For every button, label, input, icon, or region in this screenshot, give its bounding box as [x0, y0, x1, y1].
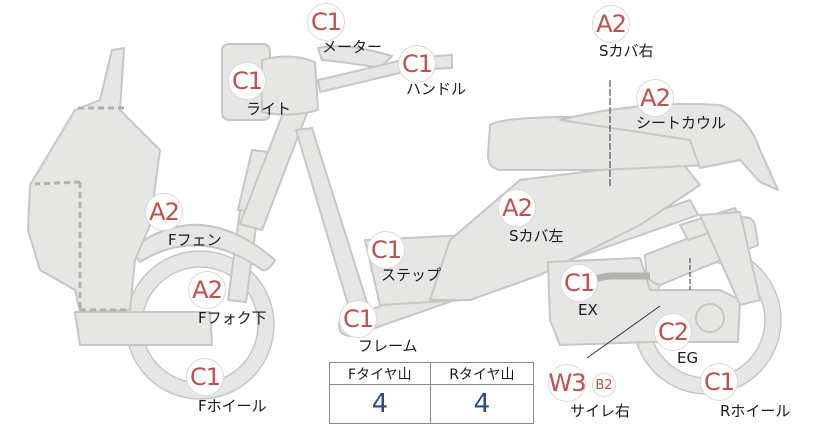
- step-label: ステップ: [381, 266, 442, 284]
- s-cover-right-grade-badge[interactable]: A2: [592, 5, 630, 43]
- meter-label: メーター: [322, 38, 383, 56]
- front-tire-header: Fタイヤ山: [329, 362, 431, 385]
- handle-grade-badge[interactable]: C1: [398, 45, 436, 83]
- f-fender-label: Fフェン: [168, 231, 222, 249]
- muffler-right-label: サイレ右: [570, 402, 631, 420]
- s-cover-left-label: Sカバ左: [509, 227, 564, 245]
- tire-table-header-row: Fタイヤ山 Rタイヤ山: [329, 362, 535, 385]
- light-grade-badge[interactable]: C1: [228, 62, 266, 100]
- eg-label: EG: [677, 349, 699, 367]
- ex-label: EX: [578, 301, 598, 319]
- tire-table-value-row: 4 4: [329, 384, 535, 424]
- muffler-right-grade-badge[interactable]: W3: [548, 364, 587, 402]
- rear-tire-value[interactable]: 4: [429, 384, 535, 424]
- front-tire-value[interactable]: 4: [329, 384, 431, 424]
- f-fender-grade-badge[interactable]: A2: [145, 193, 183, 231]
- s-cover-left-grade-badge[interactable]: A2: [498, 189, 536, 227]
- muffler-right-sub-grade-badge[interactable]: B2: [592, 373, 616, 397]
- f-wheel-grade-badge[interactable]: C1: [186, 358, 224, 396]
- step-grade-badge[interactable]: C1: [367, 231, 405, 269]
- r-wheel-grade-badge[interactable]: C1: [700, 363, 738, 401]
- handle-label: ハンドル: [406, 80, 467, 98]
- s-cover-right-label: Sカバ右: [599, 42, 654, 60]
- meter-grade-badge[interactable]: C1: [307, 3, 345, 41]
- f-fork-lower-label: Fフォク下: [198, 309, 267, 327]
- ex-grade-badge[interactable]: C1: [560, 264, 598, 302]
- f-fork-lower-grade-badge[interactable]: A2: [188, 271, 226, 309]
- tire-tread-table: Fタイヤ山 Rタイヤ山 4 4: [329, 362, 535, 424]
- light-label: ライト: [246, 100, 292, 118]
- eg-grade-badge[interactable]: C2: [654, 313, 692, 351]
- rear-tire-header: Rタイヤ山: [429, 362, 535, 385]
- frame-label: フレーム: [358, 337, 418, 355]
- r-wheel-label: Rホイール: [720, 402, 791, 420]
- f-wheel-label: Fホイール: [198, 397, 267, 415]
- seat-cowl-grade-badge[interactable]: A2: [636, 79, 674, 117]
- seat-cowl-label: シートカウル: [636, 114, 727, 132]
- frame-grade-badge[interactable]: C1: [339, 300, 377, 338]
